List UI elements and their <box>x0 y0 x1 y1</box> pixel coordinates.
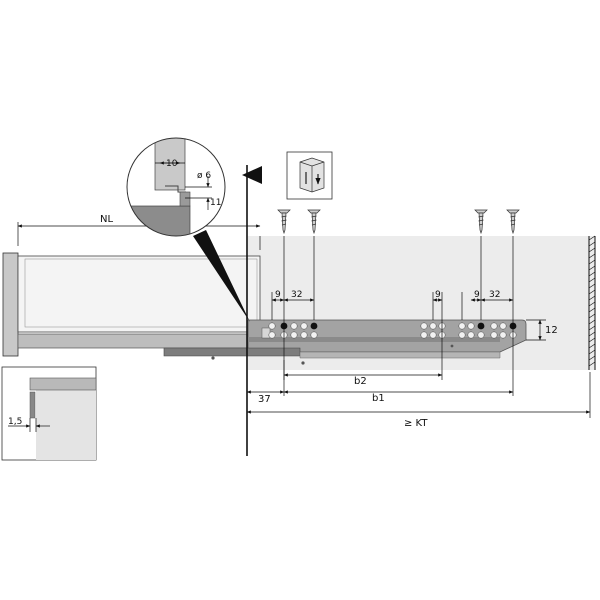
extension-lines <box>17 222 591 418</box>
dim-9-center: 9 <box>435 290 441 300</box>
cabinet-corner-icon <box>286 151 333 200</box>
dim-32-left: 32 <box>291 290 302 300</box>
dim-kt: ≥ KT <box>404 418 428 429</box>
detail-callout-wedge <box>193 230 250 322</box>
dim-b1: b1 <box>372 393 385 404</box>
dim-1-5: 1,5 <box>8 417 22 427</box>
dim-11: 11 <box>210 198 221 208</box>
detail-inset-box: 1,5 <box>1 366 97 461</box>
dim-12: 12 <box>545 325 558 336</box>
dim-10: 10 <box>166 159 178 169</box>
front-reference-arrow <box>242 166 262 184</box>
detail-magnifier: 10 ø 6 11 <box>126 137 226 237</box>
dim-b2: b2 <box>354 376 367 387</box>
drawer-front-panel <box>2 252 19 357</box>
dim-32-right: 32 <box>489 290 500 300</box>
screw-icons <box>277 209 520 235</box>
dim-6: ø 6 <box>197 171 211 181</box>
cabinet-back-wall <box>588 235 596 370</box>
dim-9-left: 9 <box>275 290 281 300</box>
dim-37: 37 <box>258 394 271 405</box>
drawer-runner <box>163 319 527 359</box>
dim-nl: NL <box>100 214 113 225</box>
dim-9-right: 9 <box>474 290 480 300</box>
runner-fixings <box>211 344 454 365</box>
drawer-bottom <box>17 333 277 349</box>
